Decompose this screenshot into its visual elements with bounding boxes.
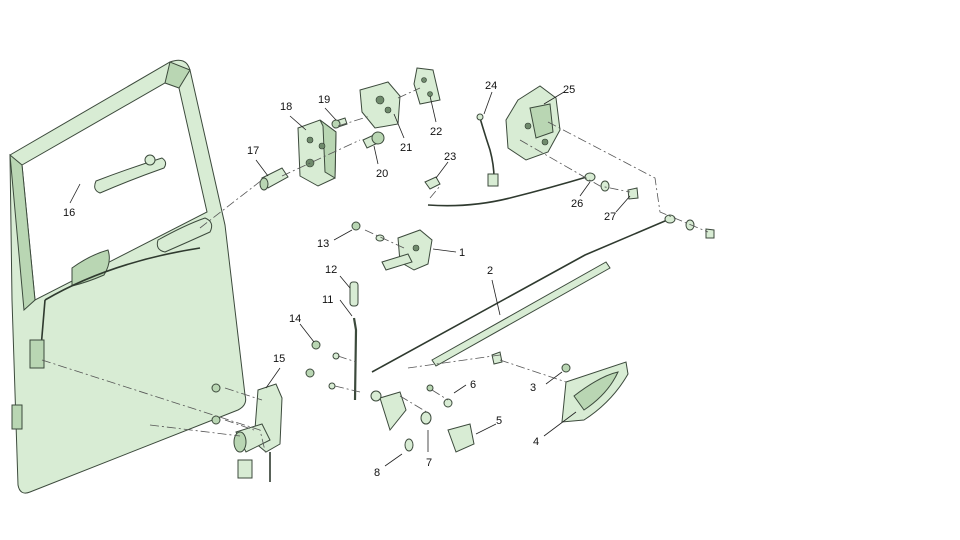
callout-16: 16 — [63, 207, 75, 219]
bracket-5 — [447, 423, 475, 453]
callout-19: 19 — [318, 94, 330, 106]
bolt-20 — [362, 131, 385, 149]
upper-cable — [427, 175, 591, 207]
screw-3 — [561, 363, 571, 373]
callout-1: 1 — [459, 247, 465, 259]
screw-13 — [351, 221, 385, 242]
callout-24: 24 — [485, 80, 497, 92]
leader-lines — [69, 91, 631, 467]
callout-3: 3 — [530, 382, 536, 394]
lock-body-18 — [297, 119, 337, 187]
callout-17: 17 — [247, 145, 259, 157]
clip-23 — [424, 176, 441, 190]
alignment-lines — [41, 87, 709, 456]
inner-release-1 — [381, 229, 433, 271]
clip-27 — [627, 187, 639, 200]
callout-25: 25 — [563, 84, 575, 96]
screw-19 — [331, 117, 348, 129]
callout-4: 4 — [533, 436, 539, 448]
callout-27: 27 — [604, 211, 616, 223]
pin-17 — [259, 167, 289, 191]
handle-bezel-4 — [561, 361, 629, 423]
callout-7: 7 — [426, 457, 432, 469]
clip-6 — [426, 384, 453, 408]
callout-8: 8 — [374, 467, 380, 479]
callout-15: 15 — [273, 353, 285, 365]
latch-25 — [505, 85, 561, 161]
end-clip-right — [685, 219, 715, 239]
callout-2: 2 — [487, 265, 493, 277]
callout-23: 23 — [444, 151, 456, 163]
rod-sleeve — [431, 261, 611, 367]
bracket-21 — [359, 81, 401, 129]
screws-14 — [305, 340, 340, 390]
grommet-26 — [600, 180, 610, 192]
plate-22 — [413, 67, 441, 105]
callout-12: 12 — [325, 264, 337, 276]
callout-18: 18 — [280, 101, 292, 113]
rod-12-11 — [349, 281, 359, 401]
callout-5: 5 — [496, 415, 502, 427]
door-panel — [9, 59, 247, 494]
callout-21: 21 — [400, 142, 412, 154]
callout-11: 11 — [322, 294, 333, 306]
callout-numbers: 1 2 3 4 5 6 7 8 11 12 14 15 16 17 18 19 … — [63, 80, 616, 479]
cable-24 — [476, 113, 499, 187]
long-cable-2 — [371, 217, 673, 373]
callout-22: 22 — [430, 126, 442, 138]
callout-6: 6 — [470, 379, 476, 391]
callout-14: 14 — [289, 313, 301, 325]
link-8 — [379, 391, 414, 452]
callout-26: 26 — [571, 198, 583, 210]
callout-13: 13 — [317, 238, 329, 250]
callout-20: 20 — [376, 168, 388, 180]
